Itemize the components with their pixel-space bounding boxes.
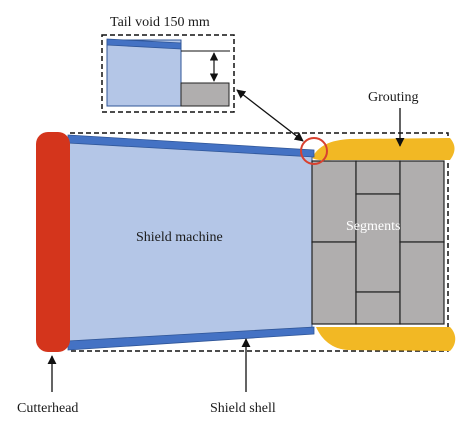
tail-void-label: Tail void 150 mm xyxy=(110,15,210,30)
grout-bottom xyxy=(316,327,456,351)
tail-void-highlight xyxy=(300,137,328,165)
inset-frame xyxy=(101,34,235,113)
shield-shell-label: Shield shell xyxy=(210,401,276,416)
segment-block xyxy=(355,291,401,325)
cutterhead-label: Cutterhead xyxy=(17,401,78,416)
shield-machine-label: Shield machine xyxy=(136,230,223,245)
segment-block xyxy=(355,193,401,293)
inset-shield-shell xyxy=(106,38,182,50)
zoom-arrow-icon xyxy=(236,89,304,142)
shield-shell-bottom xyxy=(67,326,315,351)
cutterhead xyxy=(36,132,70,352)
segment-block xyxy=(355,160,401,195)
segment-block xyxy=(399,160,445,243)
segment-block xyxy=(311,241,357,325)
inset-shield-body xyxy=(106,39,182,107)
inset-segment xyxy=(180,82,230,107)
segment-lining xyxy=(311,160,445,325)
grout-top xyxy=(312,138,455,161)
grouting-label: Grouting xyxy=(368,90,419,105)
segment-block xyxy=(399,241,445,325)
inset-detail xyxy=(101,34,235,113)
segments-label: Segments xyxy=(346,219,400,234)
